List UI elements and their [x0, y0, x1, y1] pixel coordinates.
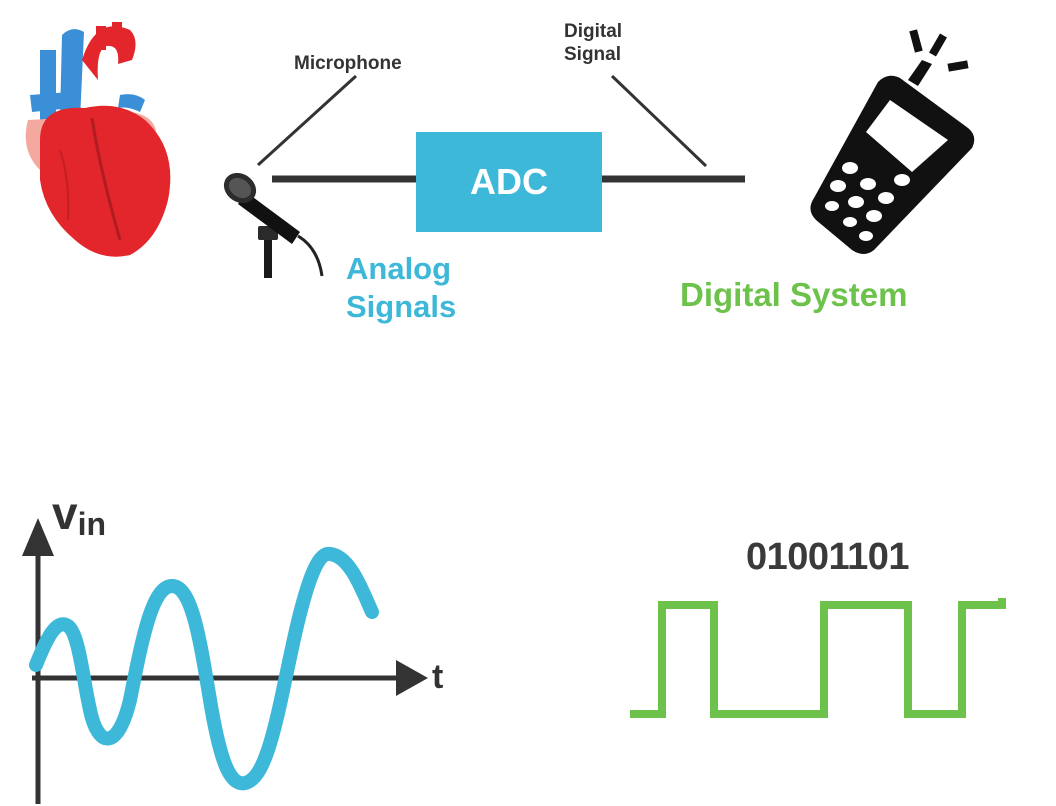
vin-axis-label-main: v: [52, 487, 78, 539]
digital-signal-label-line1: Digital: [564, 21, 623, 42]
analog-axes: [22, 518, 428, 804]
digital-signal-leader-line: [610, 74, 708, 168]
mobile-phone-icon: [810, 29, 975, 254]
microphone-label: Microphone: [294, 53, 402, 74]
digital-waveform: [630, 598, 1006, 718]
time-axis-label: t: [432, 658, 444, 696]
adc-label: ADC: [470, 161, 548, 202]
digital-signal-label-line2: Signal: [564, 44, 622, 65]
analog-waveform: [29, 546, 379, 791]
digital-system-label: Digital System: [680, 276, 908, 313]
microphone-leader-line: [256, 74, 358, 167]
analog-signals-label-line1: Analog: [346, 251, 452, 286]
analog-signals-label: Analog Signals: [346, 250, 456, 326]
microphone-icon: [223, 172, 324, 278]
digital-signal-label: Digital Signal: [564, 20, 622, 66]
analog-signals-label-line2: Signals: [346, 289, 457, 324]
bit-sequence-label: 01001101: [746, 536, 909, 578]
vin-axis-label-sub: in: [77, 506, 107, 542]
adc-block: ADC: [416, 132, 602, 232]
vin-axis-label: vin: [52, 486, 107, 542]
heart-icon: [25, 22, 171, 257]
